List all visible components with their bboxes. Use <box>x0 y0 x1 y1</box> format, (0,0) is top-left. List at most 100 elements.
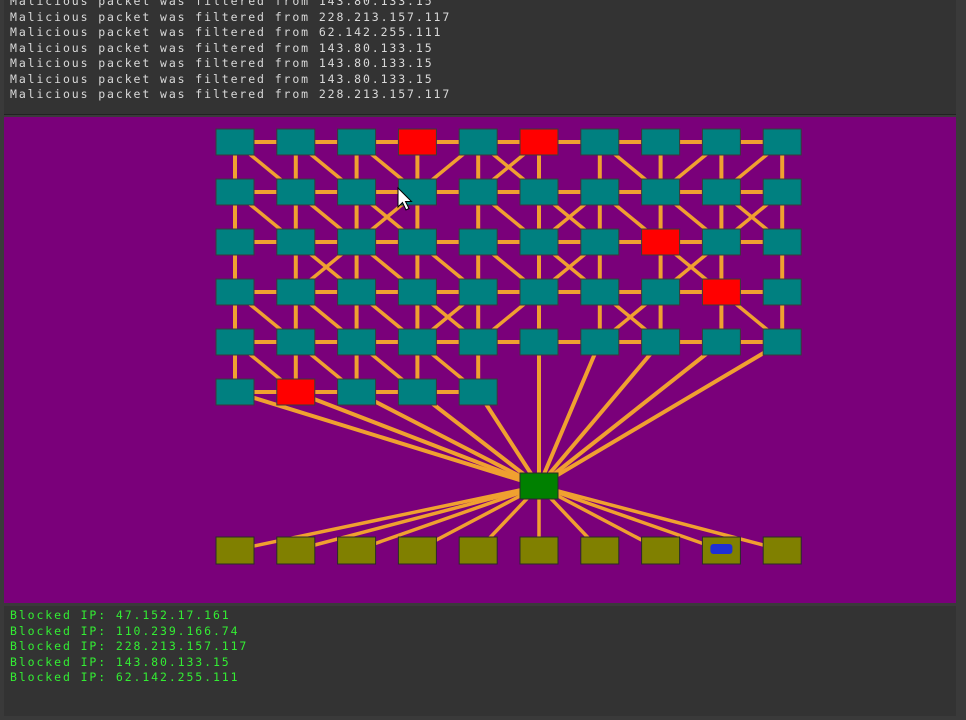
client-node[interactable] <box>458 536 498 565</box>
central-hub-node[interactable] <box>519 472 559 500</box>
server-node[interactable] <box>215 228 255 256</box>
server-node-body <box>580 178 620 206</box>
server-node[interactable] <box>397 378 437 406</box>
server-node[interactable] <box>397 328 437 356</box>
server-node[interactable] <box>458 178 498 206</box>
server-node-body <box>215 178 255 206</box>
server-node[interactable] <box>337 128 377 156</box>
server-node-body <box>762 128 802 156</box>
client-body <box>215 536 255 565</box>
client-node[interactable] <box>519 536 559 565</box>
client-node[interactable] <box>337 536 377 565</box>
server-node[interactable] <box>519 228 559 256</box>
server-node[interactable] <box>701 128 741 156</box>
hub-body <box>519 472 559 500</box>
server-node[interactable] <box>397 278 437 306</box>
server-node[interactable] <box>276 178 316 206</box>
server-node-body <box>701 328 741 356</box>
server-node-body <box>276 128 316 156</box>
server-node[interactable] <box>641 328 681 356</box>
server-node[interactable] <box>215 328 255 356</box>
server-node[interactable] <box>519 178 559 206</box>
server-node[interactable] <box>641 128 681 156</box>
server-node[interactable] <box>701 178 741 206</box>
server-node[interactable] <box>580 228 620 256</box>
server-node-body <box>701 128 741 156</box>
server-node-body <box>580 328 620 356</box>
server-node[interactable] <box>458 328 498 356</box>
server-node[interactable] <box>458 278 498 306</box>
log-line: Malicious packet was filtered from 62.14… <box>10 25 443 39</box>
server-node-body <box>276 178 316 206</box>
server-node[interactable] <box>458 228 498 256</box>
server-node[interactable] <box>276 328 316 356</box>
server-node-body <box>276 278 316 306</box>
server-node[interactable] <box>337 228 377 256</box>
server-node[interactable] <box>215 378 255 406</box>
client-node[interactable] <box>215 536 255 565</box>
server-node[interactable] <box>641 178 681 206</box>
server-node[interactable] <box>762 328 802 356</box>
network-link <box>476 390 541 488</box>
server-node-body <box>519 278 559 306</box>
server-node-body <box>458 378 498 406</box>
client-node[interactable] <box>762 536 802 565</box>
infected-server-node[interactable] <box>397 128 437 156</box>
server-node[interactable] <box>580 178 620 206</box>
infected-server-node[interactable] <box>701 278 741 306</box>
client-body <box>276 536 316 565</box>
server-node-body <box>580 228 620 256</box>
link-layer <box>233 140 785 552</box>
server-node-body <box>580 128 620 156</box>
network-field[interactable] <box>4 117 956 603</box>
packet-marker[interactable] <box>710 544 733 554</box>
infected-server-node[interactable] <box>519 128 559 156</box>
server-node-body <box>701 178 741 206</box>
server-node[interactable] <box>397 228 437 256</box>
server-node[interactable] <box>337 378 377 406</box>
server-node[interactable] <box>215 128 255 156</box>
server-node[interactable] <box>641 278 681 306</box>
server-node[interactable] <box>337 328 377 356</box>
server-node[interactable] <box>215 278 255 306</box>
blocked-ip-line: Blocked IP: 110.239.166.74 <box>10 623 240 638</box>
server-node[interactable] <box>580 328 620 356</box>
client-node[interactable] <box>276 536 316 565</box>
server-node[interactable] <box>701 228 741 256</box>
server-node[interactable] <box>580 278 620 306</box>
server-node[interactable] <box>519 278 559 306</box>
infected-server-node[interactable] <box>276 378 316 406</box>
server-node-body <box>701 228 741 256</box>
server-node-body <box>458 228 498 256</box>
client-node[interactable] <box>580 536 620 565</box>
server-node-body <box>762 178 802 206</box>
server-node[interactable] <box>519 328 559 356</box>
client-node[interactable] <box>397 536 437 565</box>
server-node[interactable] <box>762 128 802 156</box>
server-node[interactable] <box>337 278 377 306</box>
log-line: Malicious packet was filtered from 143.8… <box>10 72 434 86</box>
network-link <box>356 484 540 552</box>
server-node[interactable] <box>762 278 802 306</box>
server-node[interactable] <box>458 378 498 406</box>
network-link <box>355 390 540 488</box>
network-link <box>538 484 662 552</box>
blocked-ip-line: Blocked IP: 143.80.133.15 <box>10 654 231 669</box>
server-node[interactable] <box>276 278 316 306</box>
server-node[interactable] <box>701 328 741 356</box>
client-body <box>580 536 620 565</box>
server-node[interactable] <box>276 228 316 256</box>
network-link <box>416 390 541 488</box>
client-node[interactable] <box>641 536 681 565</box>
network-graph[interactable] <box>4 117 956 603</box>
server-node-body <box>337 278 377 306</box>
server-node[interactable] <box>762 228 802 256</box>
server-node[interactable] <box>458 128 498 156</box>
server-node[interactable] <box>276 128 316 156</box>
infected-server-node[interactable] <box>641 228 681 256</box>
server-node-body <box>215 328 255 356</box>
server-node[interactable] <box>580 128 620 156</box>
server-node[interactable] <box>215 178 255 206</box>
server-node[interactable] <box>762 178 802 206</box>
server-node[interactable] <box>337 178 377 206</box>
